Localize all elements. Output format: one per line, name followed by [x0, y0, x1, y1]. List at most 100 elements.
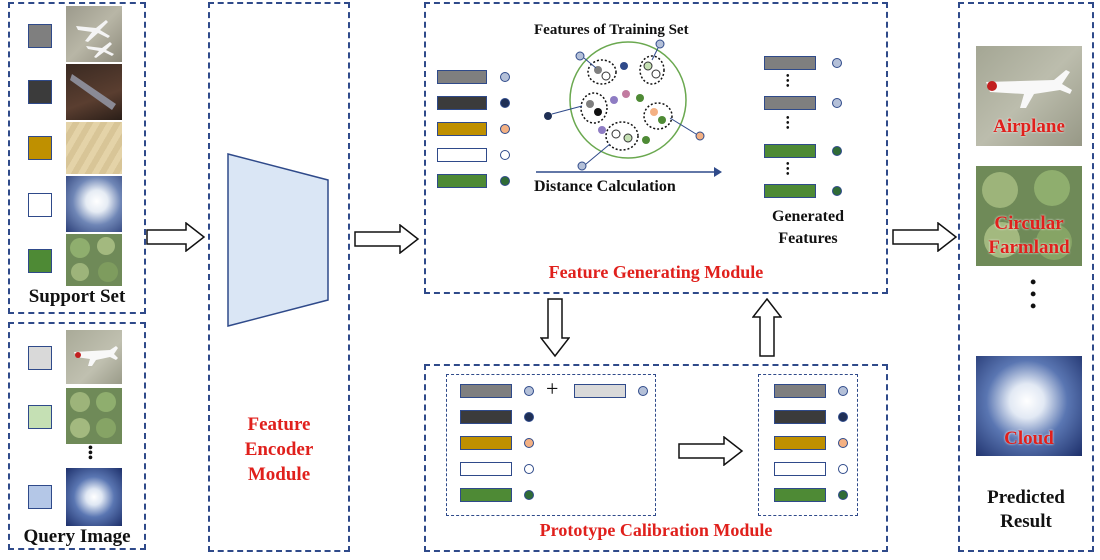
prediction-label-farmland: Circular Farmland: [988, 213, 1070, 258]
query-swatch-light-blue: [28, 485, 52, 509]
prediction-label-cloud: Cloud: [1004, 428, 1054, 449]
calibrated-bar-white: [774, 462, 826, 476]
support-swatch-white: [28, 193, 52, 217]
prediction-image-airplane: [976, 46, 1082, 146]
encoder-trapezoid-icon: [227, 153, 329, 327]
calibrated-dot-gray: [838, 386, 848, 396]
calib-dot-light: [638, 386, 648, 396]
prediction-ellipsis: •••: [1030, 272, 1037, 316]
support-image-ship: [66, 64, 122, 120]
calib-dot-white: [524, 464, 534, 474]
generated-ellipsis-1: •••: [786, 71, 790, 92]
query-image-box: [8, 322, 146, 550]
features-training-set-label: Features of Training Set: [534, 22, 689, 38]
proto-bar-gold: [437, 122, 487, 136]
farmland-pattern: [982, 170, 1072, 260]
calib-bar-dark: [460, 410, 512, 424]
generated-bar-gray-2: [764, 96, 816, 110]
prototype-calibration-box: [424, 364, 888, 552]
query-image-label: Query Image: [23, 526, 131, 547]
farmland-pattern: [70, 237, 118, 282]
predicted-result-label: Predicted Result: [987, 487, 1065, 532]
calibrated-dot-gold: [838, 438, 848, 448]
calibrated-dot-white: [838, 464, 848, 474]
generated-ellipsis-3: •••: [786, 159, 790, 180]
support-image-airplane: [66, 6, 122, 62]
generated-ellipsis-2: •••: [786, 113, 790, 134]
proto-dot-gold: [500, 124, 510, 134]
generated-dot-green-1: [832, 146, 842, 156]
support-set-box: [8, 2, 146, 314]
up-arrow-icon: [752, 298, 782, 357]
ship-icon: [70, 74, 116, 110]
right-arrow-icon: [146, 222, 206, 252]
farmland-pattern: [70, 392, 116, 438]
generated-dot-gray-1: [832, 58, 842, 68]
feature-encoder-label: Feature Encoder Module: [244, 414, 314, 485]
right-arrow-icon: [354, 224, 420, 254]
feature-encoder-box: [208, 2, 350, 552]
proto-dot-gray: [500, 72, 510, 82]
down-arrow-icon: [540, 298, 570, 358]
query-image-farmland: [66, 388, 122, 444]
proto-bar-gray: [437, 70, 487, 84]
airplane-icon: [76, 20, 114, 58]
support-image-cloud: [66, 176, 122, 232]
calibrated-bar-gold: [774, 436, 826, 450]
calibrated-dot-dark: [838, 412, 848, 422]
proto-dot-white: [500, 150, 510, 160]
calib-bar-green: [460, 488, 512, 502]
proto-bar-white: [437, 148, 487, 162]
right-arrow-icon: [892, 222, 958, 252]
support-swatch-dark: [28, 80, 52, 104]
right-arrow-icon: [678, 436, 744, 466]
proto-bar-green: [437, 174, 487, 188]
calib-bar-light-gray: [574, 384, 626, 398]
prototype-calibration-label: Prototype Calibration Module: [539, 520, 773, 540]
support-swatch-gray: [28, 24, 52, 48]
calibrated-bar-green: [774, 488, 826, 502]
generated-bar-green-2: [764, 184, 816, 198]
generated-bar-gray-1: [764, 56, 816, 70]
prediction-image-cloud: [976, 356, 1082, 456]
support-image-desert: [66, 122, 122, 174]
calib-bar-white: [460, 462, 512, 476]
query-swatch-light-gray: [28, 346, 52, 370]
calib-dot-gray: [524, 386, 534, 396]
support-swatch-gold: [28, 136, 52, 160]
calib-dot-gold: [524, 438, 534, 448]
prediction-image-farmland: [976, 166, 1082, 266]
calib-bar-gold: [460, 436, 512, 450]
generated-dot-green-2: [832, 186, 842, 196]
calib-dot-green: [524, 490, 534, 500]
query-image-airplane: [66, 330, 122, 384]
query-image-cloud: [66, 468, 122, 526]
distance-calculation-label: Distance Calculation: [534, 178, 676, 195]
query-ellipsis: •••: [88, 441, 93, 466]
distance-arrow-icon: [536, 167, 722, 177]
calibrated-bar-dark: [774, 410, 826, 424]
feature-generating-box: [424, 2, 888, 294]
generated-features-label: Generated Features: [772, 208, 844, 247]
proto-bar-dark: [437, 96, 487, 110]
proto-dot-green: [500, 176, 510, 186]
calib-dot-dark: [524, 412, 534, 422]
feature-generating-label: Feature Generating Module: [548, 262, 764, 282]
airplane-icon: [74, 346, 118, 366]
plus-sign: +: [546, 376, 559, 401]
query-swatch-light-green: [28, 405, 52, 429]
proto-dot-dark: [500, 98, 510, 108]
prediction-label-airplane: Airplane: [993, 116, 1065, 137]
airplane-icon: [986, 70, 1072, 108]
feature-cluster-icon: [544, 39, 705, 171]
support-image-farmland: [66, 234, 122, 286]
calibrated-bar-gray: [774, 384, 826, 398]
calibrated-dot-green: [838, 490, 848, 500]
predicted-result-box: [958, 2, 1094, 552]
support-swatch-green: [28, 249, 52, 273]
calib-bar-gray: [460, 384, 512, 398]
support-set-label: Support Set: [28, 286, 126, 307]
calibration-output-box: [758, 374, 858, 516]
calibration-input-box: [446, 374, 656, 516]
